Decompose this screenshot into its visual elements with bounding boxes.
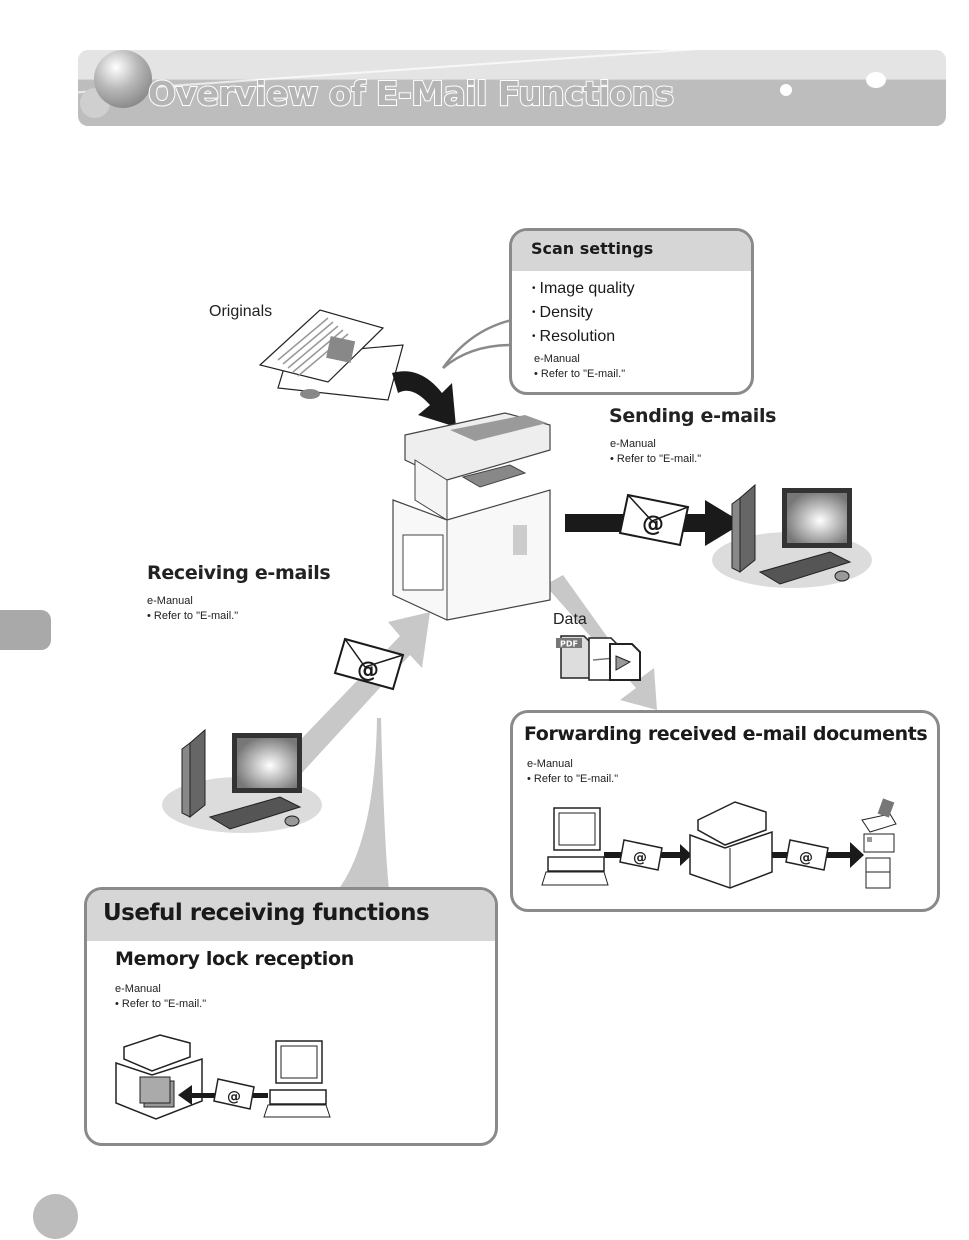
computer-icon: [263, 1040, 331, 1118]
data-label: Data: [553, 611, 587, 628]
email-envelope-icon: @: [785, 839, 829, 871]
printer-icon: [689, 801, 773, 889]
scan-settings-title: Scan settings: [512, 231, 751, 271]
email-envelope-icon: @: [213, 1078, 255, 1110]
e-manual-link[interactable]: • Refer to "E-mail.": [534, 367, 626, 380]
svg-text:@: @: [642, 512, 664, 537]
e-manual-link[interactable]: • Refer to "E-mail.": [147, 610, 239, 622]
scan-settings-box: Scan settings •Image quality •Density •R…: [509, 228, 754, 395]
forwarding-heading: Forwarding received e-mail documents: [524, 723, 928, 745]
e-manual-label: e-Manual: [115, 983, 161, 995]
memory-lock-ref: e-Manual • Refer to "E-mail.": [115, 982, 206, 1012]
e-manual-label: e-Manual: [147, 595, 193, 607]
scan-setting-item: •Image quality: [532, 280, 635, 298]
memory-lock-diagram: @: [115, 1034, 331, 1120]
e-manual-label: e-Manual: [610, 438, 656, 450]
svg-text:@: @: [357, 658, 379, 683]
e-manual-link[interactable]: • Refer to "E-mail.": [610, 453, 702, 465]
e-manual-label: e-Manual: [534, 352, 580, 365]
memory-folder-icon: [139, 1076, 175, 1108]
chapter-tab: [0, 610, 51, 650]
e-manual-label: e-Manual: [527, 758, 573, 770]
decorative-sphere: [94, 50, 152, 108]
recipient-computer-icon: [712, 483, 872, 588]
originals-label: Originals: [209, 303, 273, 320]
svg-text:PDF: PDF: [560, 640, 578, 649]
computer-icon: [541, 807, 609, 886]
title-banner: [78, 50, 946, 126]
page-title: Overview of E-Mail Functions: [147, 73, 675, 114]
e-manual-link[interactable]: • Refer to "E-mail.": [115, 998, 207, 1010]
file-server-icon: [865, 857, 891, 889]
forwarding-ref: e-Manual • Refer to "E-mail.": [527, 757, 618, 787]
email-envelope-icon: @: [619, 839, 663, 871]
decorative-dot: [780, 84, 792, 96]
svg-text:@: @: [227, 1089, 241, 1105]
memory-lock-reception-heading: Memory lock reception: [115, 948, 354, 970]
e-manual-link[interactable]: • Refer to "E-mail.": [527, 773, 619, 785]
scan-setting-item: •Density: [532, 304, 593, 322]
multifunction-printer-icon: [392, 412, 551, 621]
scan-setting-item: •Resolution: [532, 328, 616, 346]
svg-text:@: @: [799, 850, 813, 866]
sending-emails-ref: e-Manual • Refer to "E-mail.": [610, 437, 701, 467]
email-envelope-icon: @: [618, 493, 690, 547]
scan-input-arrow: [392, 371, 456, 427]
email-document-icon: [863, 833, 895, 853]
fax-icon: [861, 798, 897, 833]
receiving-emails-heading: Receiving e-mails: [147, 562, 331, 584]
decorative-dot: [866, 72, 886, 88]
xps-file-icon: [609, 643, 641, 681]
receiving-emails-ref: e-Manual • Refer to "E-mail.": [147, 594, 238, 624]
page-number-circle: [33, 1194, 78, 1239]
sending-emails-heading: Sending e-mails: [609, 405, 777, 427]
scan-settings-list: •Image quality •Density •Resolution: [512, 271, 751, 350]
useful-functions-heading: Useful receiving functions: [87, 890, 495, 941]
svg-text:@: @: [633, 850, 647, 866]
originals-document-icon: [258, 309, 404, 401]
forwarding-diagram: @ @: [541, 798, 897, 889]
scan-settings-ref: e-Manual • Refer to "E-mail.": [512, 350, 751, 382]
pdf-file-icon: PDF: [556, 635, 593, 679]
email-envelope-icon: @: [333, 637, 405, 691]
sender-computer-icon: [162, 728, 322, 833]
